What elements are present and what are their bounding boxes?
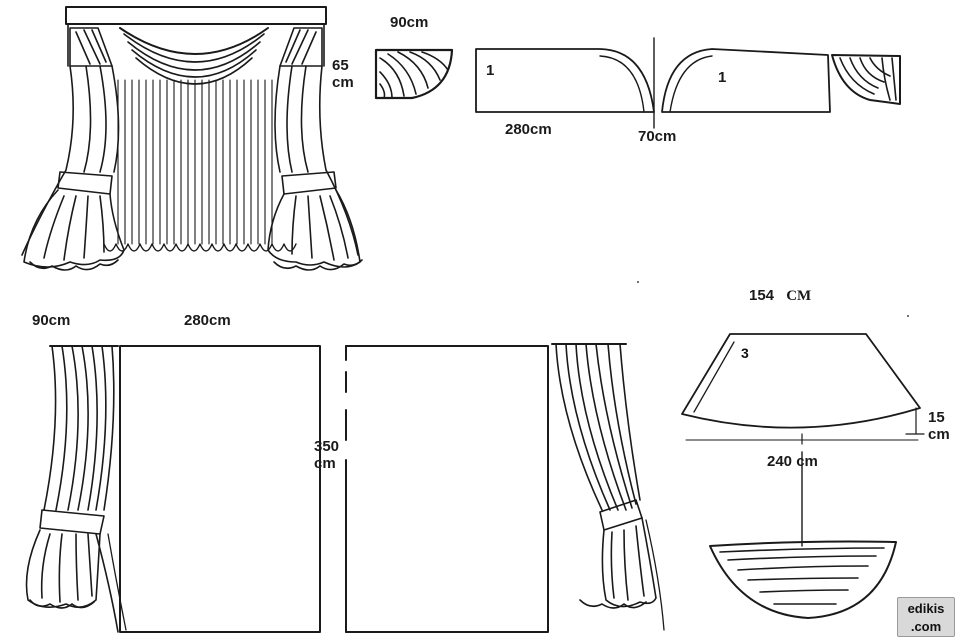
piece-1-left-number: 1 bbox=[486, 62, 495, 79]
arc-bottom-width-label: 240 cm bbox=[767, 453, 818, 470]
arc-top-number: 154 bbox=[749, 287, 775, 304]
panel-height-number: 350 bbox=[314, 438, 340, 455]
valance-height-label: 65 cm bbox=[332, 57, 354, 91]
edikis-logo: edikis .com bbox=[897, 597, 955, 637]
panel-height-unit: cm bbox=[314, 455, 336, 472]
side-curtain-left bbox=[25, 345, 127, 633]
swag-piece-right bbox=[831, 54, 901, 105]
arc-top-unit: CM bbox=[786, 288, 812, 304]
arc-height-label: 15 cm bbox=[928, 409, 950, 443]
panel-width-left-label: 90cm bbox=[32, 312, 71, 329]
swag-piece-left bbox=[374, 48, 454, 100]
valance-height-unit: cm bbox=[332, 74, 354, 91]
main-panel-left bbox=[119, 345, 321, 633]
arc-pattern-piece-3 bbox=[681, 333, 925, 547]
main-panel-right bbox=[345, 345, 549, 633]
valance-length-label: 280cm bbox=[505, 121, 552, 138]
pattern-piece-1-left bbox=[475, 48, 655, 113]
arc-height-number: 15 bbox=[928, 409, 945, 426]
panel-height-label: 350 cm bbox=[314, 438, 339, 472]
logo-line-2: .com bbox=[910, 619, 942, 634]
side-curtain-right bbox=[551, 343, 665, 631]
arc-height-unit: cm bbox=[928, 426, 950, 443]
swag-width-label: 90cm bbox=[390, 14, 429, 31]
logo-line-1: edikis bbox=[907, 601, 945, 616]
scalloped-hem bbox=[103, 243, 297, 252]
arc-piece-number: 3 bbox=[741, 345, 749, 361]
arc-swag-illustration bbox=[709, 540, 897, 619]
piece-1-right-number: 1 bbox=[718, 69, 727, 86]
pattern-piece-1-right bbox=[661, 48, 831, 113]
arc-top-width-label: 154 CM bbox=[749, 287, 811, 305]
valance-depth-label: 70cm bbox=[638, 128, 677, 145]
panel-width-right-label: 280cm bbox=[184, 312, 231, 329]
full-curtain-illustration bbox=[21, 6, 363, 271]
valance-height-number: 65 bbox=[332, 57, 349, 74]
